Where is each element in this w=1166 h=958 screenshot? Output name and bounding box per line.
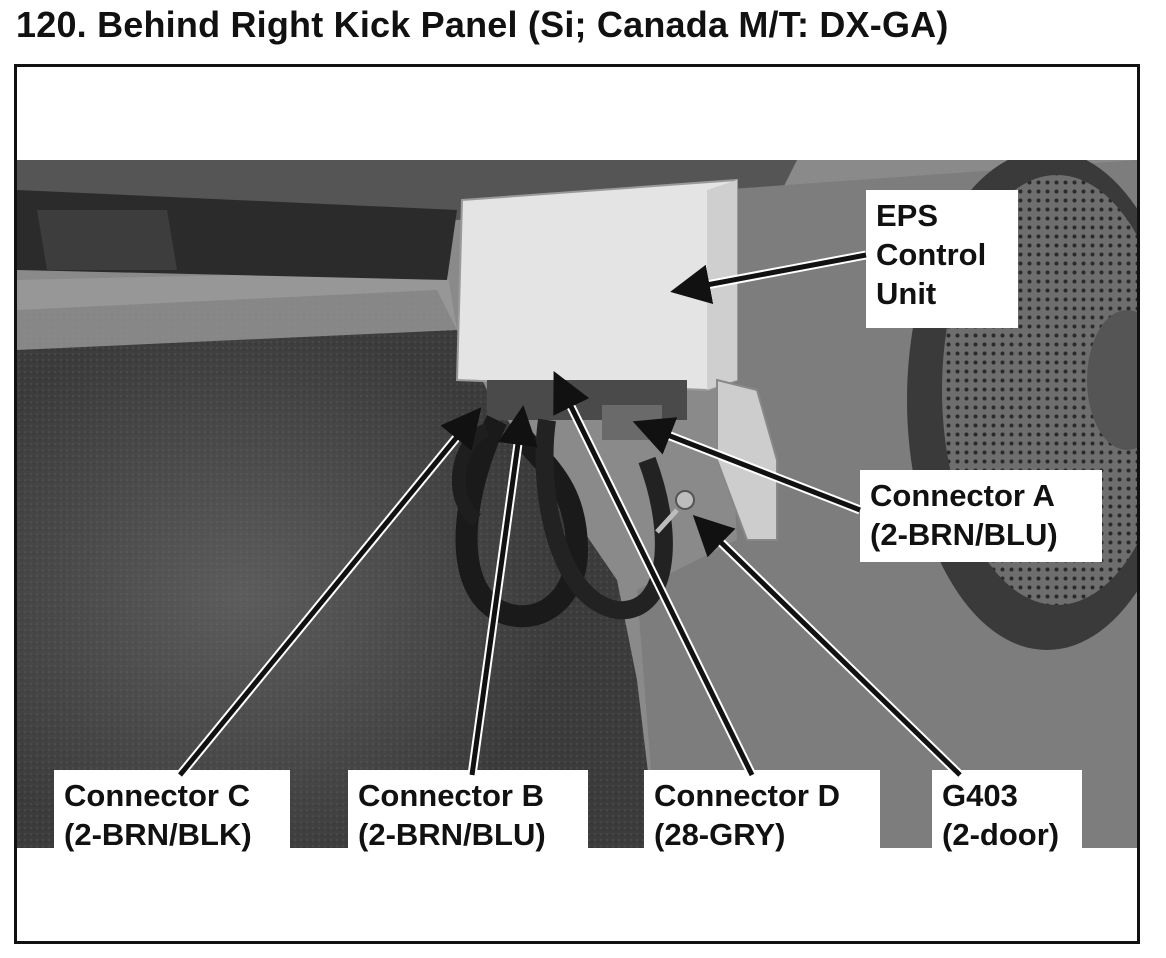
label-g403: G403 (2-door)	[932, 770, 1082, 860]
connector-b-line1: Connector B	[358, 778, 544, 813]
eps-label-line1: EPS	[876, 198, 939, 233]
label-connector-c: Connector C (2-BRN/BLK)	[54, 770, 290, 860]
connector-a-line2: (2-BRN/BLU)	[870, 517, 1058, 552]
connector-a-line1: Connector A	[870, 478, 1055, 513]
label-eps-control-unit: EPS Control Unit	[866, 190, 1018, 328]
g403-line2: (2-door)	[942, 817, 1060, 852]
connector-c-line2: (2-BRN/BLK)	[64, 817, 252, 852]
ground-terminal	[675, 490, 695, 510]
leader-connector-d	[553, 371, 755, 777]
leader-connector-a	[632, 417, 861, 513]
page-title: 120. Behind Right Kick Panel (Si; Canada…	[16, 4, 949, 45]
leader-connector-c	[178, 407, 482, 777]
connector-d-line2: (28-GRY)	[654, 817, 786, 852]
connector-d-line1: Connector D	[654, 778, 840, 813]
connector-b-line2: (2-BRN/BLU)	[358, 817, 546, 852]
eps-label-line2: Control	[876, 237, 987, 272]
label-connector-d: Connector D (28-GRY)	[644, 770, 880, 860]
label-connector-a: Connector A (2-BRN/BLU)	[860, 470, 1102, 562]
leader-eps	[670, 252, 867, 305]
eps-label-line3: Unit	[876, 276, 937, 311]
leader-connector-b	[469, 405, 538, 776]
leader-g403	[692, 515, 962, 777]
connector-c-line1: Connector C	[64, 778, 250, 813]
label-connector-b: Connector B (2-BRN/BLU)	[348, 770, 588, 860]
g403-line1: G403	[942, 778, 1018, 813]
